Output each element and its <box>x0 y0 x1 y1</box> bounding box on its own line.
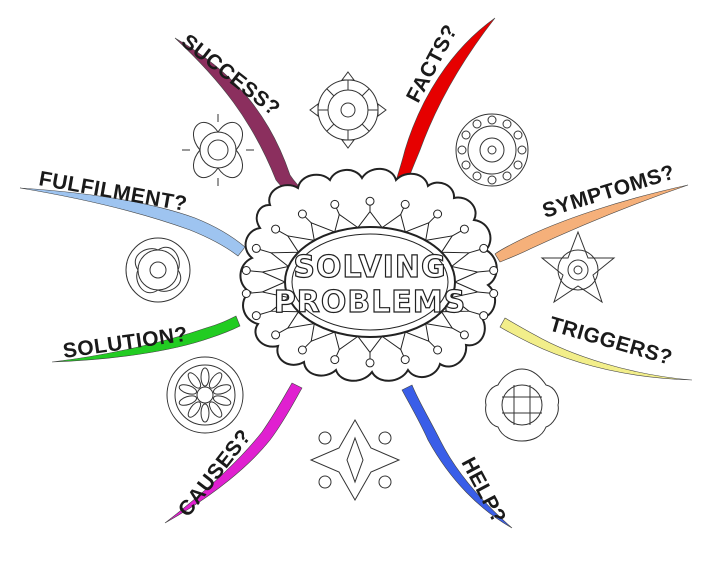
daisy-petal <box>200 403 210 423</box>
dot-ring-dot <box>461 130 471 140</box>
central-title-line1: SOLVING <box>293 250 446 285</box>
zigzag-ring <box>260 210 480 354</box>
daisy-petal <box>187 401 202 418</box>
label-triggers: TRIGGERS? <box>547 313 675 370</box>
dot-ring-dot <box>461 160 471 170</box>
ornament-dot <box>271 330 281 340</box>
ornament-stem <box>304 215 312 224</box>
branch-symptoms <box>494 184 689 263</box>
mandala-sun-icon <box>309 71 387 149</box>
dot-ring-dot <box>517 145 527 155</box>
ornament-stem <box>477 291 490 294</box>
branch-help <box>401 384 513 529</box>
ornament-stem <box>304 340 312 349</box>
daisy-petal <box>187 372 202 389</box>
ornament-stem <box>468 249 480 254</box>
dot-ring-dot <box>502 171 512 181</box>
mandala-grid-icon <box>485 368 559 442</box>
dot-ring-dot <box>457 145 467 155</box>
ornament-dot <box>297 345 307 355</box>
mandala-star-flower-icon <box>540 230 616 304</box>
ornament-dot <box>489 266 499 275</box>
ornament-dot <box>330 355 340 365</box>
ornament-dot <box>251 311 261 321</box>
cloud-ornament <box>241 196 499 368</box>
mandala-leaf-icon <box>309 418 401 502</box>
mandala-swirl-icon <box>125 237 191 303</box>
ornament-stem <box>451 230 462 237</box>
dot-ring-dot <box>513 130 523 140</box>
dot-ring-dot <box>502 119 512 129</box>
dot-ring-dot <box>513 160 523 170</box>
dot-ring-dot <box>472 119 482 129</box>
ornament-dot <box>459 224 469 234</box>
branch-triggers <box>499 317 693 381</box>
ornament-stem <box>250 291 263 294</box>
central-ellipse-inner <box>291 233 449 331</box>
label-solution: SOLUTION? <box>61 323 189 363</box>
ornament-dot <box>365 196 375 206</box>
ornament-stem <box>451 327 462 334</box>
daisy-petal <box>212 384 232 395</box>
ornament-dot <box>241 289 251 298</box>
ornament-dot <box>251 243 261 253</box>
ornament-stem <box>260 249 272 254</box>
branch-causes <box>164 382 303 524</box>
mandala-daisy-icon <box>166 356 244 434</box>
ornament-dot <box>365 358 375 368</box>
ornament-stem <box>260 310 272 315</box>
daisy-petal <box>200 367 210 387</box>
mandala-flower-icon <box>182 114 254 186</box>
central-title-line2: PROBLEMS <box>274 285 467 320</box>
daisy-petal <box>178 384 198 395</box>
label-causes: CAUSES? <box>174 425 256 521</box>
ornament-dot <box>271 224 281 234</box>
branch-solution <box>51 315 241 363</box>
label-success: SUCCESS? <box>177 30 284 121</box>
ornament-dot <box>400 355 410 365</box>
mandala-dots-icon <box>455 113 529 187</box>
ornament-dot <box>459 330 469 340</box>
ornament-stem <box>250 270 263 273</box>
ornament-dot <box>297 209 307 219</box>
label-fulfilment: FULFILMENT? <box>37 167 189 216</box>
ornament-stem <box>428 215 436 224</box>
ornament-stem <box>428 340 436 349</box>
ornament-stem <box>278 327 289 334</box>
ornament-stem <box>278 230 289 237</box>
ornament-dot <box>330 199 340 209</box>
ornament-stem <box>468 310 480 315</box>
ornament-dot <box>400 199 410 209</box>
central-topic: SOLVING PROBLEMS <box>239 167 499 382</box>
daisy-petal <box>212 395 232 406</box>
ornament-dot <box>479 311 489 321</box>
ornament-stem <box>477 270 490 273</box>
ornament-dot <box>479 243 489 253</box>
daisy-petal <box>208 372 223 389</box>
branch-fulfilment <box>19 187 246 257</box>
dot-ring-dot <box>487 115 497 125</box>
ornament-dot <box>433 345 443 355</box>
daisy-petal <box>208 401 223 418</box>
dot-ring-dot <box>472 171 482 181</box>
ornament-dot <box>241 266 251 275</box>
daisy-petal <box>178 395 198 406</box>
ornament-dot <box>433 209 443 219</box>
ornament-dot <box>489 289 499 298</box>
dot-ring-dot <box>487 175 497 185</box>
